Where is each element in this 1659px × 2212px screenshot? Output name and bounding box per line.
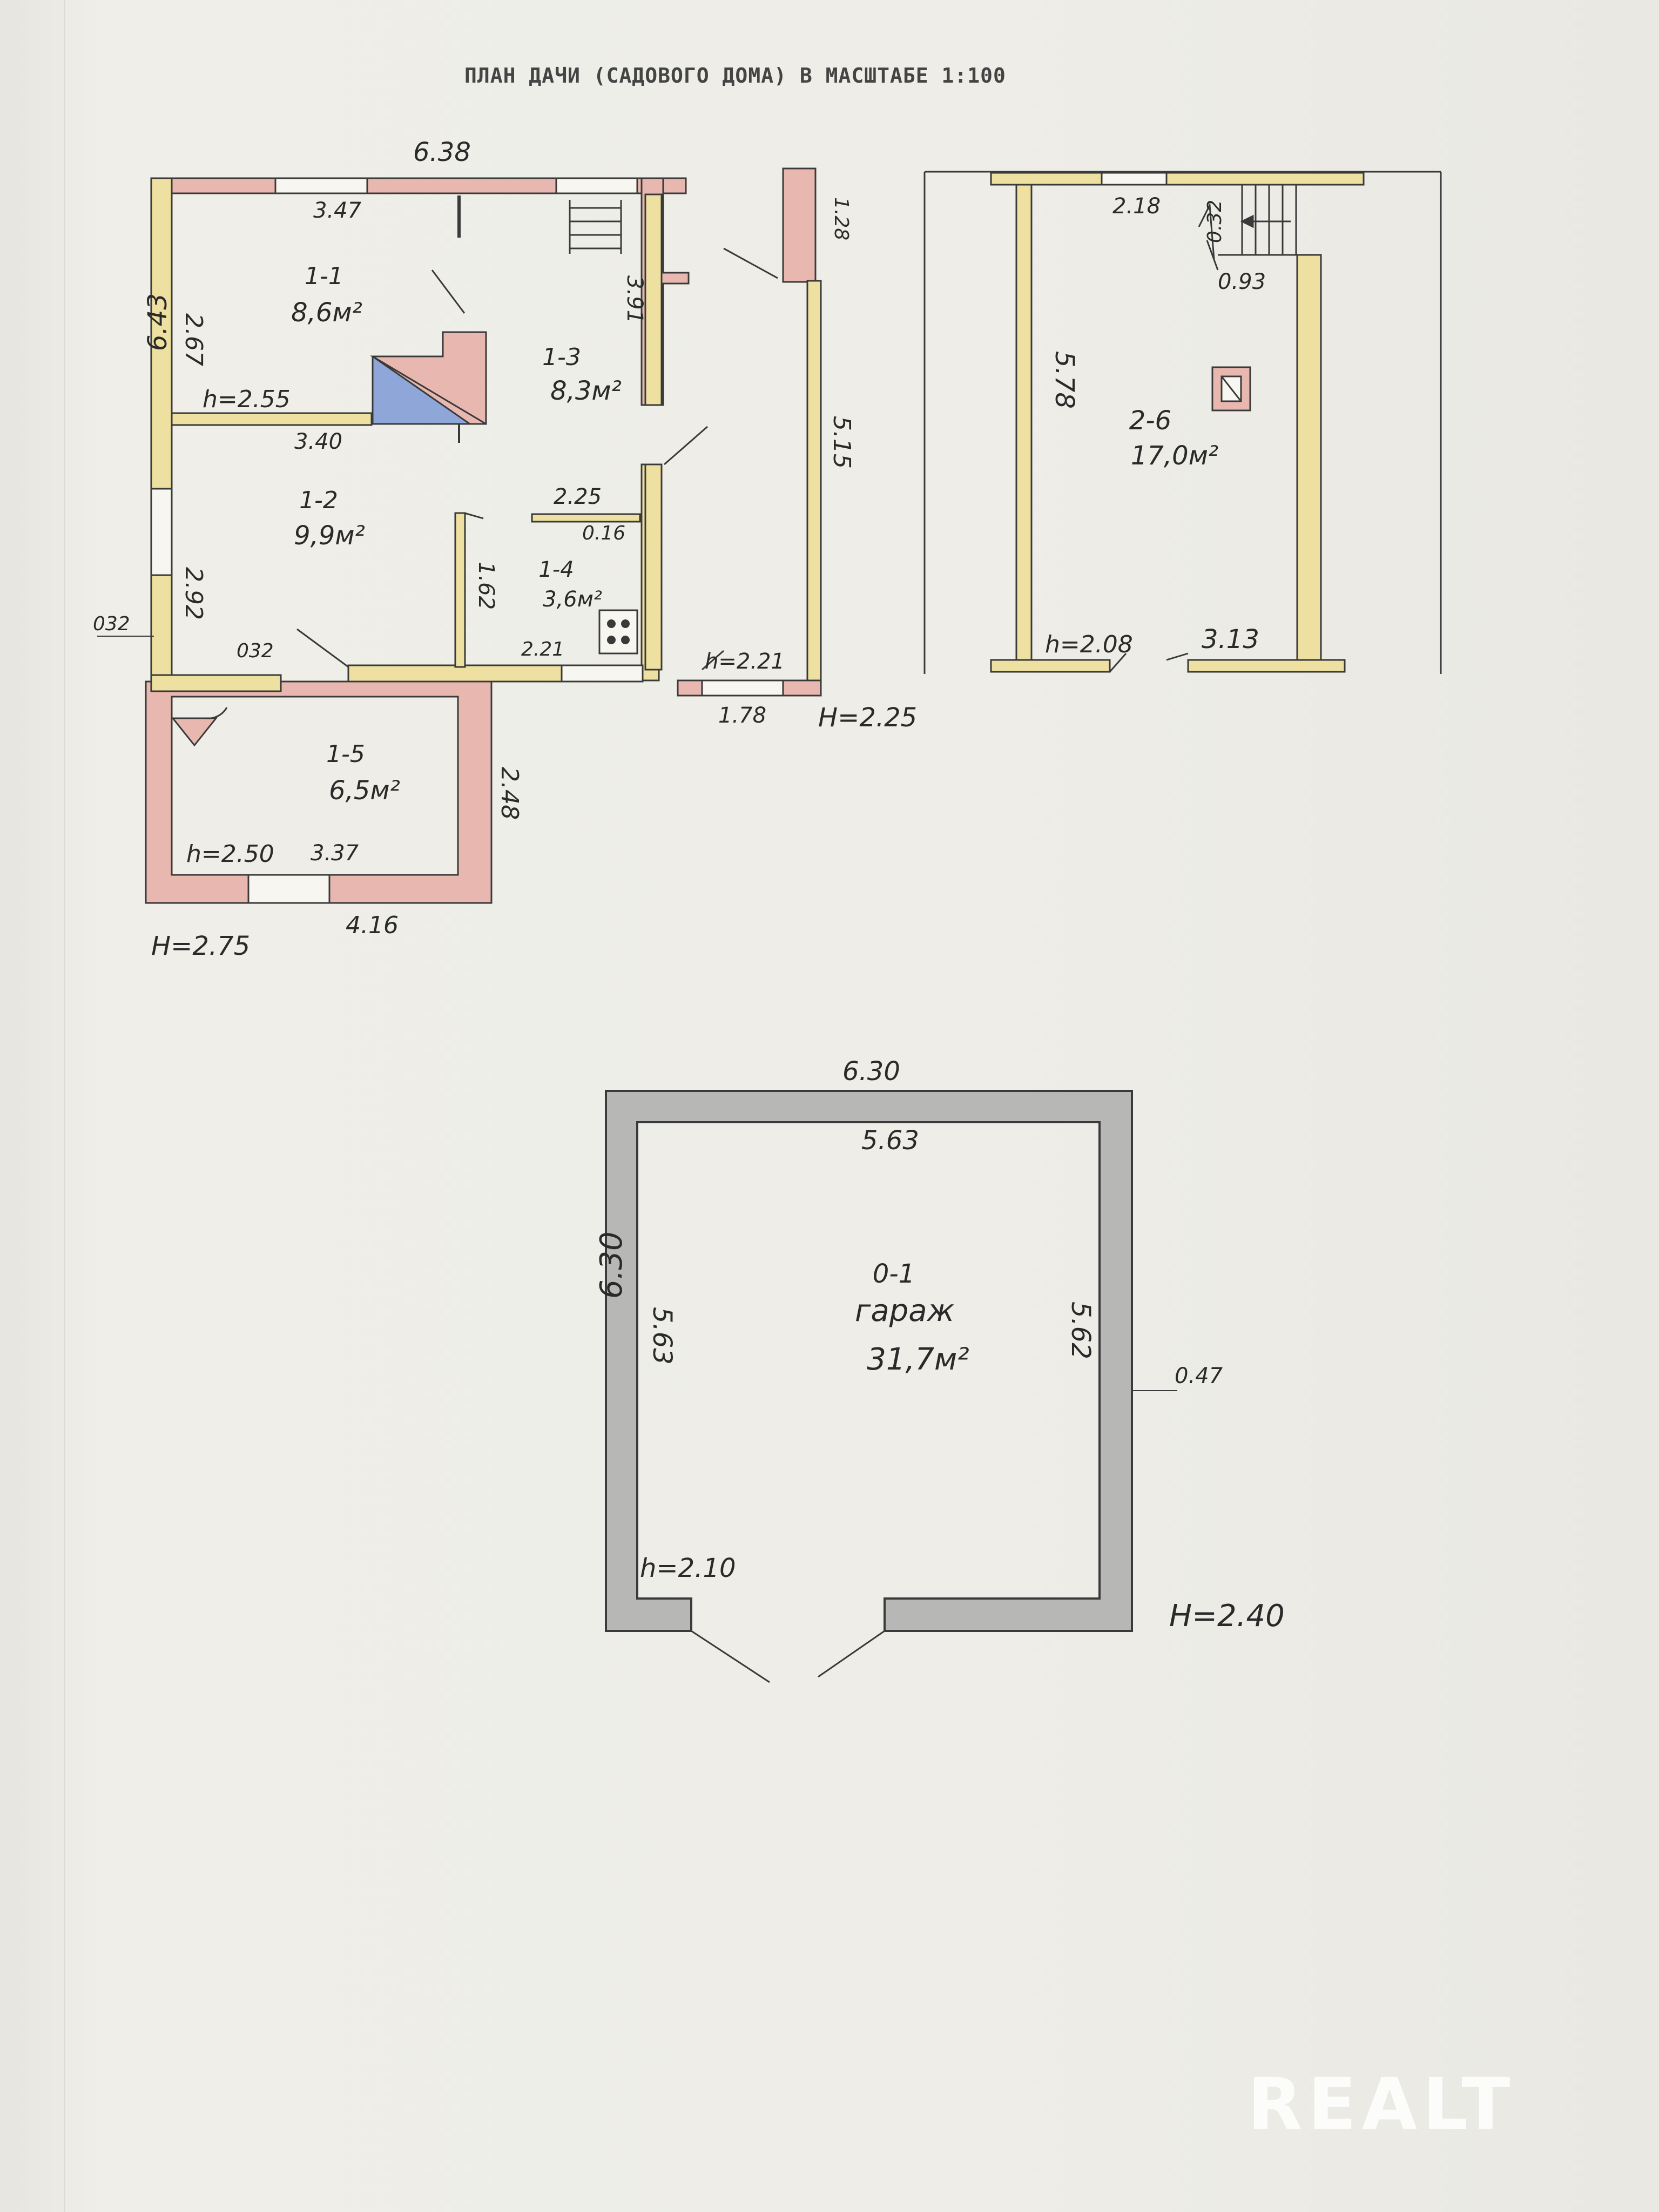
attic-dim-stair-small: 0.32	[1204, 199, 1226, 243]
room-1-2-area: 9,9м²	[294, 521, 365, 551]
dim-room-1-5-bottom: 3.37	[311, 841, 359, 866]
dim-top-outer: 6.38	[413, 137, 471, 167]
dim-room-1-1-bottom: 3.40	[294, 429, 343, 454]
dim-left-outer: 6.43	[143, 293, 173, 351]
garage-dim-right-inner: 5.62	[1065, 1301, 1096, 1359]
dim-room-1-4-side: 1.62	[474, 562, 498, 610]
attic-room-area: 17,0м²	[1130, 441, 1219, 471]
garage-plan	[605, 1090, 1177, 1683]
dim-wall-thickness-2: 032	[237, 640, 274, 662]
veranda-wall-top	[782, 167, 817, 283]
veranda-wall-right	[806, 280, 822, 692]
attic-dim-stair-width: 0.93	[1218, 269, 1266, 294]
attic-dim-bottom: 3.13	[1202, 624, 1259, 655]
dim-room-1-4-bottom: 2.21	[521, 638, 565, 660]
ground-window-top-right	[555, 177, 638, 194]
room-1-5-area: 6,5м²	[329, 775, 400, 806]
garage-height-inner: h=2.10	[640, 1553, 736, 1583]
dim-veranda-side: 5.15	[828, 416, 855, 469]
attic-wall-left	[1015, 184, 1033, 661]
room-1-3-area: 8,3м²	[550, 376, 622, 406]
partition-1-4-right	[644, 463, 663, 671]
ground-wall-left	[150, 177, 173, 692]
attic-plan	[923, 171, 1442, 674]
partition-1-2-1-4	[454, 512, 466, 668]
dim-veranda-bottom: 1.78	[718, 703, 767, 728]
room-1-4-code: 1-4	[538, 557, 574, 582]
attic-dim-side: 5.78	[1049, 351, 1080, 409]
room-1-4-area: 3,6м²	[543, 587, 602, 612]
ground-window-left	[150, 488, 173, 576]
dim-wall-thickness: 032	[93, 613, 130, 635]
chimney	[1211, 366, 1251, 412]
ground-floor-plan	[97, 167, 822, 904]
attic-wall-bottom	[990, 659, 1111, 673]
garage-dim-top-outer: 6.30	[842, 1056, 900, 1087]
attic-dim-top: 2.18	[1112, 194, 1161, 219]
height-room-1-5: h=2.50	[186, 840, 274, 868]
dim-porch-outer: 4.16	[346, 912, 399, 939]
dim-room-1-4-partition: 0.16	[582, 522, 626, 544]
garage-height-outer: H=2.40	[1169, 1599, 1285, 1634]
dim-room-1-4-top: 2.25	[554, 484, 602, 509]
dim-left-room-1-2: 2.92	[180, 567, 207, 620]
attic-height: h=2.08	[1045, 631, 1133, 658]
realt-watermark: REALT	[1247, 2063, 1516, 2146]
stair-ground	[569, 200, 622, 254]
stair-attic	[1198, 185, 1321, 271]
garage-room-code: 0-1	[872, 1259, 915, 1289]
garage-dim-left-inner: 5.63	[647, 1307, 677, 1365]
height-veranda-outer: H=2.25	[818, 703, 918, 733]
partition-1-4-top	[531, 513, 641, 523]
height-room-1-1: h=2.55	[203, 386, 291, 413]
dim-veranda-top: 1.28	[830, 197, 852, 241]
porch-interior	[171, 696, 459, 876]
garage-room-name: гараж	[854, 1293, 955, 1328]
room-1-3-code: 1-3	[542, 343, 581, 371]
room-1-1-area: 8,6м²	[291, 298, 362, 328]
dim-left-room-1-1: 2.67	[180, 313, 207, 366]
partition-1-1-1-2	[171, 412, 373, 426]
room-1-5-code: 1-5	[326, 740, 365, 768]
height-veranda: h=2.21	[705, 649, 785, 674]
height-total: H=2.75	[151, 931, 251, 961]
stove-1-4	[598, 609, 638, 655]
paper-fold	[64, 0, 66, 2212]
attic-room-code: 2-6	[1129, 406, 1172, 436]
garage-room-area: 31,7м²	[867, 1342, 969, 1377]
dim-room-1-3-side: 3.91	[622, 275, 647, 324]
ground-window-top	[274, 177, 368, 194]
attic-wall-right	[1296, 254, 1322, 661]
garage-dim-left-outer: 6.30	[594, 1231, 629, 1299]
room-1-1-code: 1-1	[305, 262, 343, 290]
garage-dim-top-inner: 5.63	[861, 1125, 919, 1156]
stove-pink	[370, 331, 487, 425]
plan-title: ПЛАН ДАЧИ (САДОВОГО ДОМА) В МАСШТАБЕ 1:1…	[464, 64, 1006, 87]
dim-room-1-5-side: 2.48	[496, 767, 523, 820]
attic-wall-top	[990, 172, 1365, 186]
garage-dim-wall: 0.47	[1175, 1364, 1223, 1388]
partition-1-3-right	[644, 193, 663, 406]
dim-top-inner: 3.47	[313, 198, 362, 223]
room-1-2-code: 1-2	[299, 487, 338, 514]
